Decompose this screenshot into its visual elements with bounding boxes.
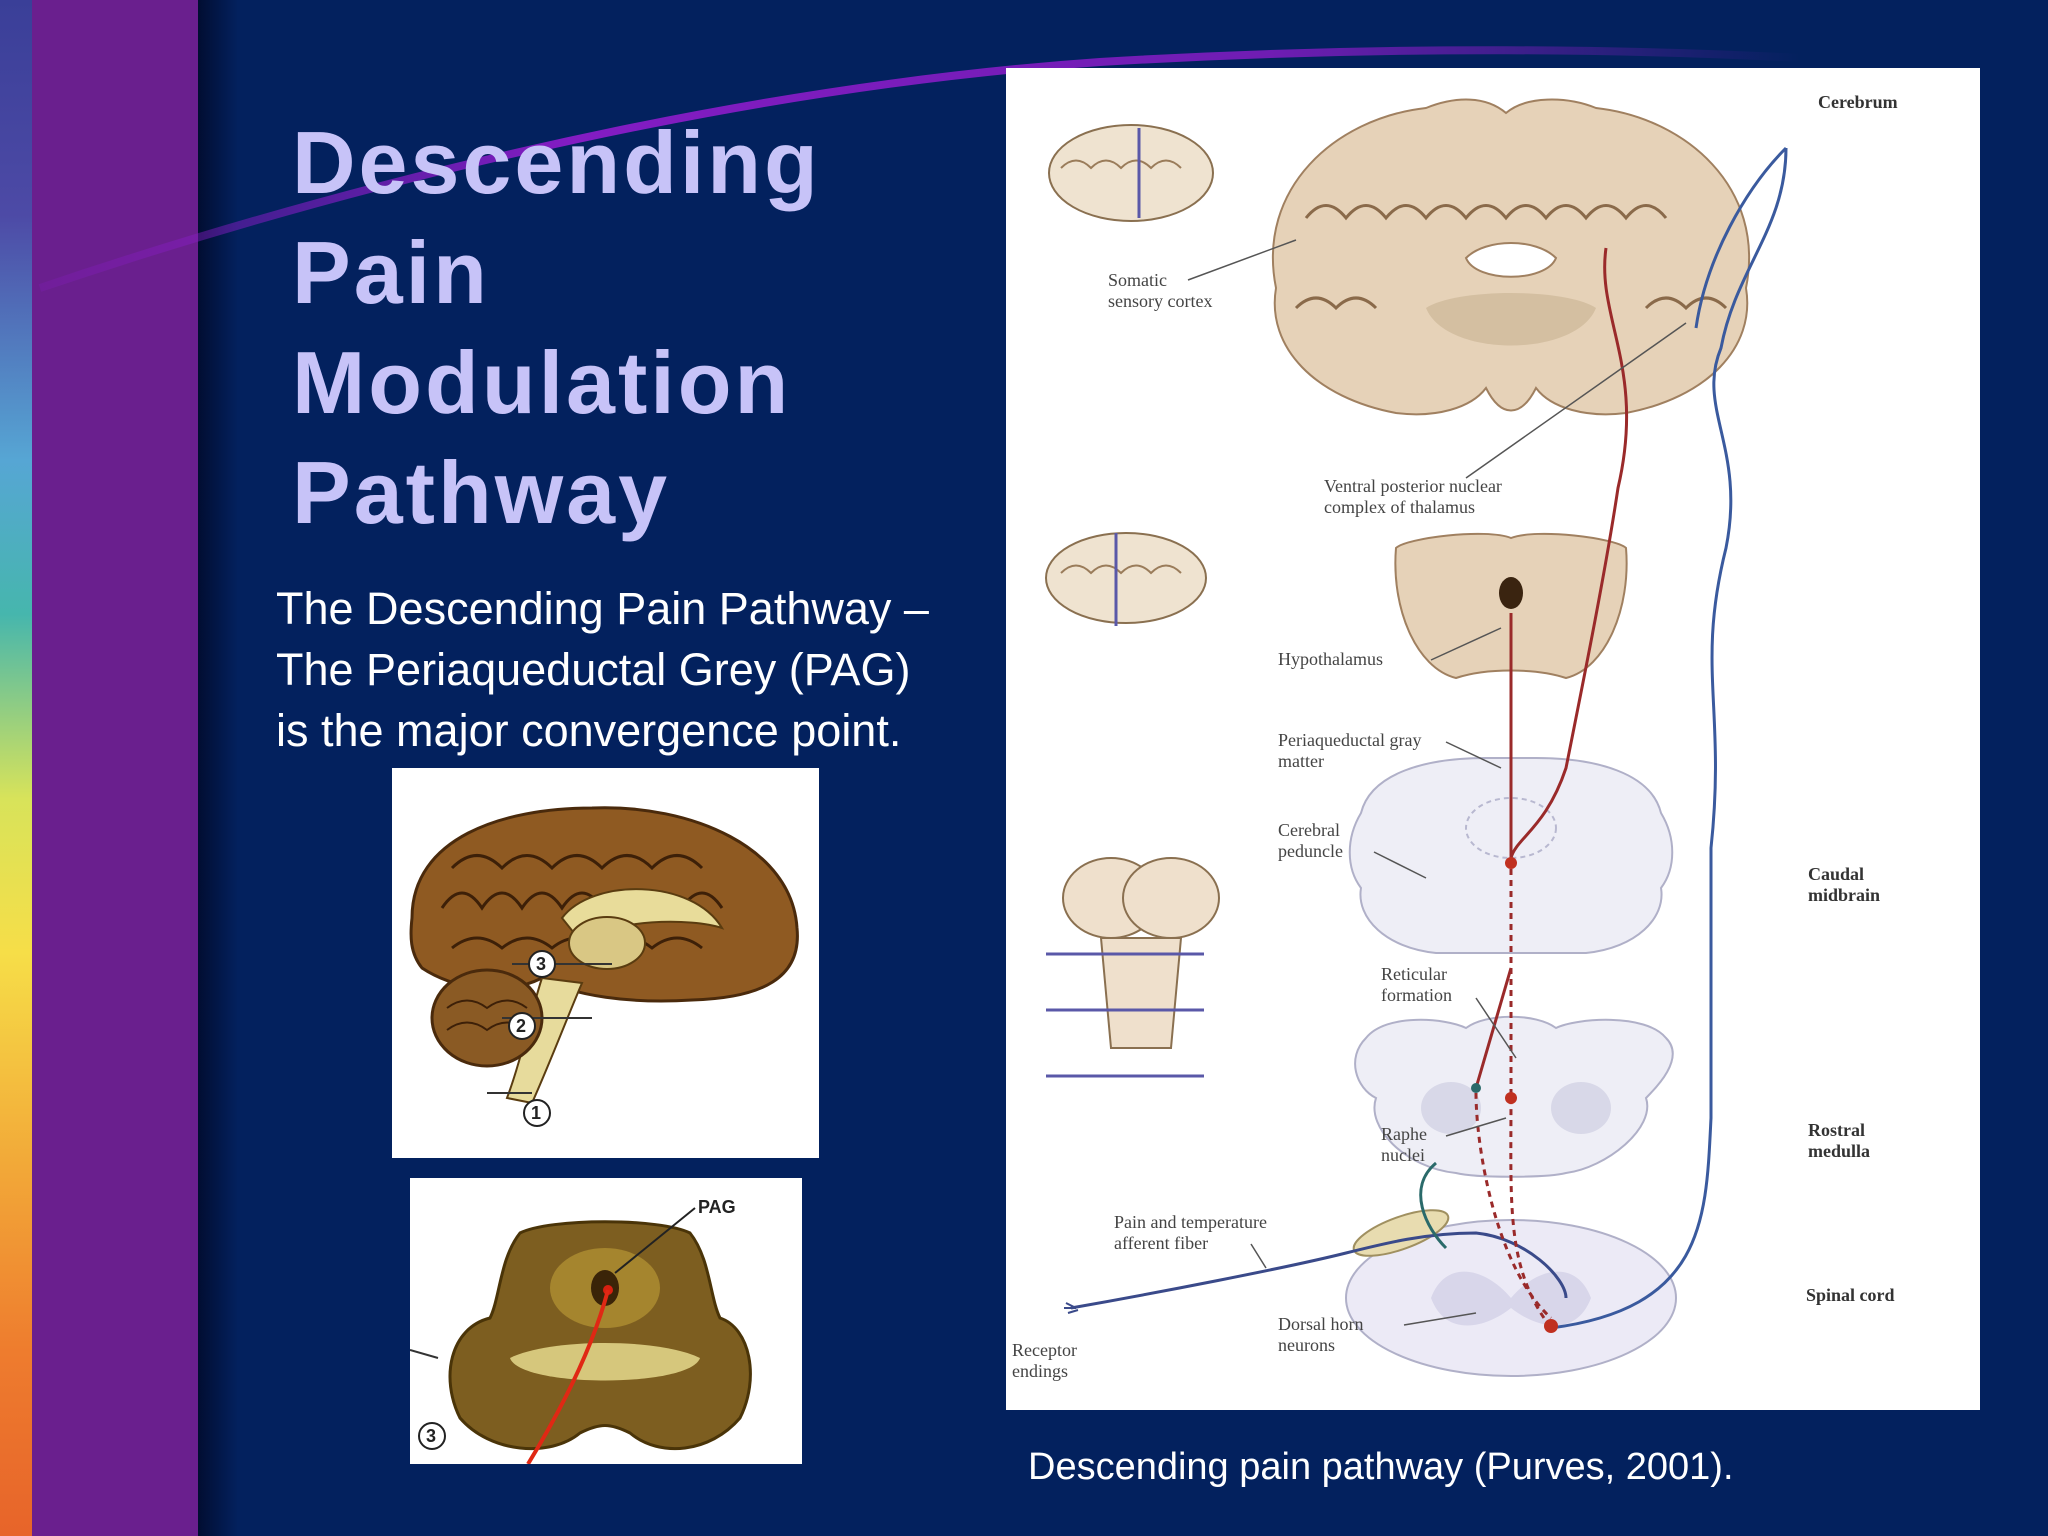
marker-2: 2 [516, 1016, 526, 1036]
orientation-brain-icon [1045, 532, 1207, 626]
afferent-fiber-label: Pain and temperature [1114, 1212, 1267, 1232]
modulatory-pathway [1419, 1161, 1448, 1250]
reticular-formation-label: Reticular [1381, 964, 1447, 984]
thalamus-label: Ventral posterior nuclear [1324, 476, 1502, 496]
purple-side-band [32, 0, 198, 1536]
ascending-pathway [1550, 147, 1788, 1330]
cerebral-peduncle-label: peduncle [1278, 841, 1343, 861]
pag-label: Periaqueductal gray [1278, 730, 1421, 750]
cerebral-peduncle-label: Cerebral [1278, 820, 1340, 840]
cerebrum-section [1271, 98, 1751, 416]
title-line: Pain [292, 223, 490, 322]
marker-3: 3 [536, 954, 546, 974]
slide-title: Descending Pain Modulation Pathway [292, 108, 1012, 548]
ascending-pathway [1694, 146, 1788, 329]
midbrain-section-drawing: PAG 3 [409, 1197, 752, 1466]
body-line: The Periaqueductal Grey (PAG) [276, 644, 911, 695]
band-shadow [198, 0, 238, 1536]
rostral-medulla-label: Rostral [1808, 1120, 1865, 1140]
spinal-cord-section [1345, 1219, 1677, 1377]
afferent-fiber [1064, 1209, 1568, 1314]
receptor-endings-label: Receptor [1012, 1340, 1077, 1360]
orientation-brainstem-icon [1046, 857, 1220, 1078]
title-line: Modulation [292, 333, 792, 432]
sagittal-brain-drawing: 3 2 1 [409, 806, 799, 1127]
body-line: is the major convergence point. [276, 705, 902, 756]
somatic-cortex-label: sensory cortex [1108, 291, 1212, 311]
sagittal-brain-figure: 3 2 1 [392, 768, 819, 1158]
descending-pathway [1474, 967, 1513, 1089]
spinal-cord-label: Spinal cord [1806, 1285, 1895, 1305]
figure-caption: Descending pain pathway (Purves, 2001). [1028, 1446, 1734, 1488]
midbrain-section-figure: PAG 3 [409, 1178, 802, 1466]
pathway-drawing: Cerebrum Somatic sensory cortex Ventral … [1012, 92, 1898, 1381]
diencephalon-section [1394, 532, 1628, 680]
hypothalamus-label: Hypothalamus [1278, 649, 1383, 669]
dorsal-horn-label: Dorsal horn [1278, 1314, 1363, 1334]
title-line: Descending [292, 113, 821, 212]
body-text: The Descending Pain Pathway – The Periaq… [276, 578, 1016, 761]
raphe-nuclei-label: Raphe [1381, 1124, 1427, 1144]
somatic-cortex-label: Somatic [1108, 270, 1167, 290]
pag-label: matter [1278, 751, 1324, 771]
descending-pathway [1509, 247, 1629, 859]
cerebrum-label: Cerebrum [1818, 92, 1898, 112]
rostral-medulla-label: medulla [1808, 1141, 1870, 1161]
orientation-brain-icon [1048, 124, 1214, 222]
thalamus-label: complex of thalamus [1324, 497, 1475, 517]
caudal-midbrain-label: Caudal [1808, 864, 1864, 884]
reticular-formation-label: formation [1381, 985, 1452, 1005]
descending-pathway-figure: Cerebrum Somatic sensory cortex Ventral … [1006, 68, 1980, 1410]
pag-label: PAG [698, 1197, 736, 1217]
dorsal-horn-label: neurons [1278, 1335, 1335, 1355]
marker-1: 1 [531, 1103, 541, 1123]
rainbow-stripe [0, 0, 32, 1536]
raphe-nuclei-label: nuclei [1381, 1145, 1425, 1165]
caudal-midbrain-label: midbrain [1808, 885, 1880, 905]
receptor-endings-label: endings [1012, 1361, 1068, 1381]
title-line: Pathway [292, 443, 671, 542]
afferent-fiber-label: afferent fiber [1114, 1233, 1208, 1253]
marker-3: 3 [426, 1426, 436, 1446]
body-line: The Descending Pain Pathway – [276, 583, 929, 634]
descending-pathway [1474, 858, 1553, 1329]
